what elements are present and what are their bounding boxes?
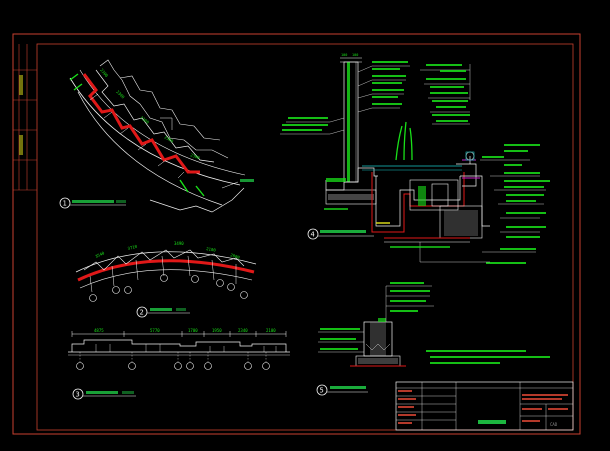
detail-number-1: 1 bbox=[63, 200, 67, 208]
elev-3-dim-c: 1700 bbox=[188, 328, 198, 333]
detail-number-3: 3 bbox=[76, 391, 80, 399]
section-4-top-dim-a: 100 bbox=[341, 53, 347, 57]
detail-5-footing bbox=[318, 282, 550, 367]
elev-3-dim-b: 5770 bbox=[150, 328, 160, 333]
detail-4-section: 100 100 bbox=[280, 53, 550, 264]
elev-3-dim-e: 2340 bbox=[238, 328, 248, 333]
plan-1-dim-a: 2300 bbox=[99, 67, 109, 78]
detail-2-arc-plan: 3540 3710 3490 2100 2000 bbox=[75, 241, 257, 302]
detail-number-4: 4 bbox=[311, 231, 315, 239]
plan-1-dim-d: 2300 bbox=[164, 135, 175, 144]
plan-2-dim-a: 3540 bbox=[94, 250, 105, 259]
elev-3-dim-f: 2100 bbox=[266, 328, 276, 333]
plan-2-dim-b: 3710 bbox=[127, 243, 138, 250]
elev-3-dim-a: 4875 bbox=[94, 328, 104, 333]
detail-number-5: 5 bbox=[320, 387, 324, 395]
plan-1-dim-e: 2300 bbox=[190, 152, 201, 160]
title-block-stamp: CAD bbox=[550, 422, 558, 427]
plan-2-dim-d: 2100 bbox=[206, 246, 217, 253]
elev-3-dim-d: 1950 bbox=[212, 328, 222, 333]
title-block: CAD bbox=[395, 381, 574, 431]
plan-1-dim-b: 2300 bbox=[115, 89, 126, 100]
detail-3-elevation: 4875 5770 1700 1950 2340 2100 bbox=[68, 328, 290, 370]
detail-2-label: 2 bbox=[136, 306, 190, 318]
sheet-frame-outer bbox=[12, 33, 581, 435]
detail-1-label: 1 bbox=[59, 197, 126, 209]
detail-3-label: 3 bbox=[72, 388, 136, 400]
plan-1-dim-c: 2300 bbox=[139, 115, 150, 125]
detail-number-2: 2 bbox=[140, 309, 144, 317]
detail-5-label: 5 bbox=[316, 384, 368, 396]
section-4-top-dim-b: 100 bbox=[352, 53, 358, 57]
plan-2-dim-e: 2000 bbox=[230, 252, 241, 260]
detail-4-label: 4 bbox=[307, 228, 374, 240]
detail-1-curved-plan: 2300 2300 2300 2300 2300 bbox=[69, 59, 254, 213]
binding-strip bbox=[13, 44, 37, 191]
sheet-frame-inner bbox=[36, 43, 574, 431]
plan-2-dim-c: 3490 bbox=[174, 241, 184, 246]
